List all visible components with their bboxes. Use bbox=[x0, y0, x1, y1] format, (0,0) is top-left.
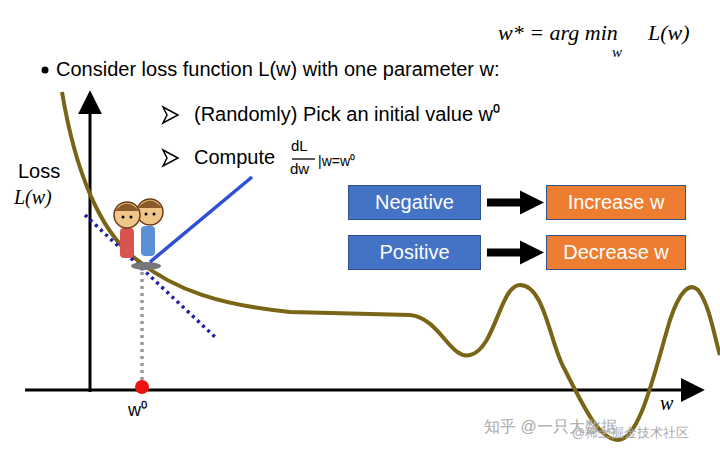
flow-arrow bbox=[487, 249, 532, 257]
axis-label: w bbox=[660, 392, 673, 415]
box-label: Increase w bbox=[568, 191, 665, 214]
bullet-text: Consider loss function L(w) with one par… bbox=[56, 58, 500, 81]
step-text: (Randomly) Pick an initial value w⁰ bbox=[194, 103, 500, 126]
fraction-numerator: dL bbox=[291, 137, 308, 154]
box-label: Decrease w bbox=[563, 241, 669, 264]
fraction-denominator: dw bbox=[290, 160, 309, 177]
tangent-line bbox=[85, 215, 215, 337]
evaluation-subscript: |w=w⁰ bbox=[318, 153, 355, 169]
sign-box: Negative bbox=[348, 185, 481, 220]
formula: L(w) bbox=[648, 20, 690, 45]
axis-label: Loss bbox=[18, 160, 60, 183]
arrow-bullet bbox=[163, 150, 178, 166]
step-text: Compute bbox=[194, 146, 275, 169]
flow-arrow bbox=[487, 199, 532, 207]
action-box: Decrease w bbox=[546, 235, 686, 270]
bullet-dot bbox=[42, 67, 49, 74]
arrow-bullet bbox=[163, 107, 178, 123]
formula-subscript: w bbox=[612, 44, 622, 61]
box-label: Positive bbox=[379, 241, 449, 264]
pointer-line bbox=[150, 177, 252, 262]
drop-line bbox=[140, 272, 144, 383]
x-axis bbox=[25, 389, 700, 392]
sign-box: Positive bbox=[348, 235, 481, 270]
box-label: Negative bbox=[375, 191, 454, 214]
watermark: @稀土掘金技术社区 bbox=[572, 426, 689, 441]
axis-label: L(w) bbox=[14, 186, 52, 209]
action-box: Increase w bbox=[546, 185, 686, 220]
y-axis bbox=[89, 95, 92, 392]
formula: w* = arg min bbox=[498, 20, 618, 45]
loss-curve bbox=[62, 92, 720, 440]
initial-point bbox=[135, 380, 149, 394]
point-label: w⁰ bbox=[128, 400, 147, 421]
fraction-bar bbox=[292, 158, 315, 159]
